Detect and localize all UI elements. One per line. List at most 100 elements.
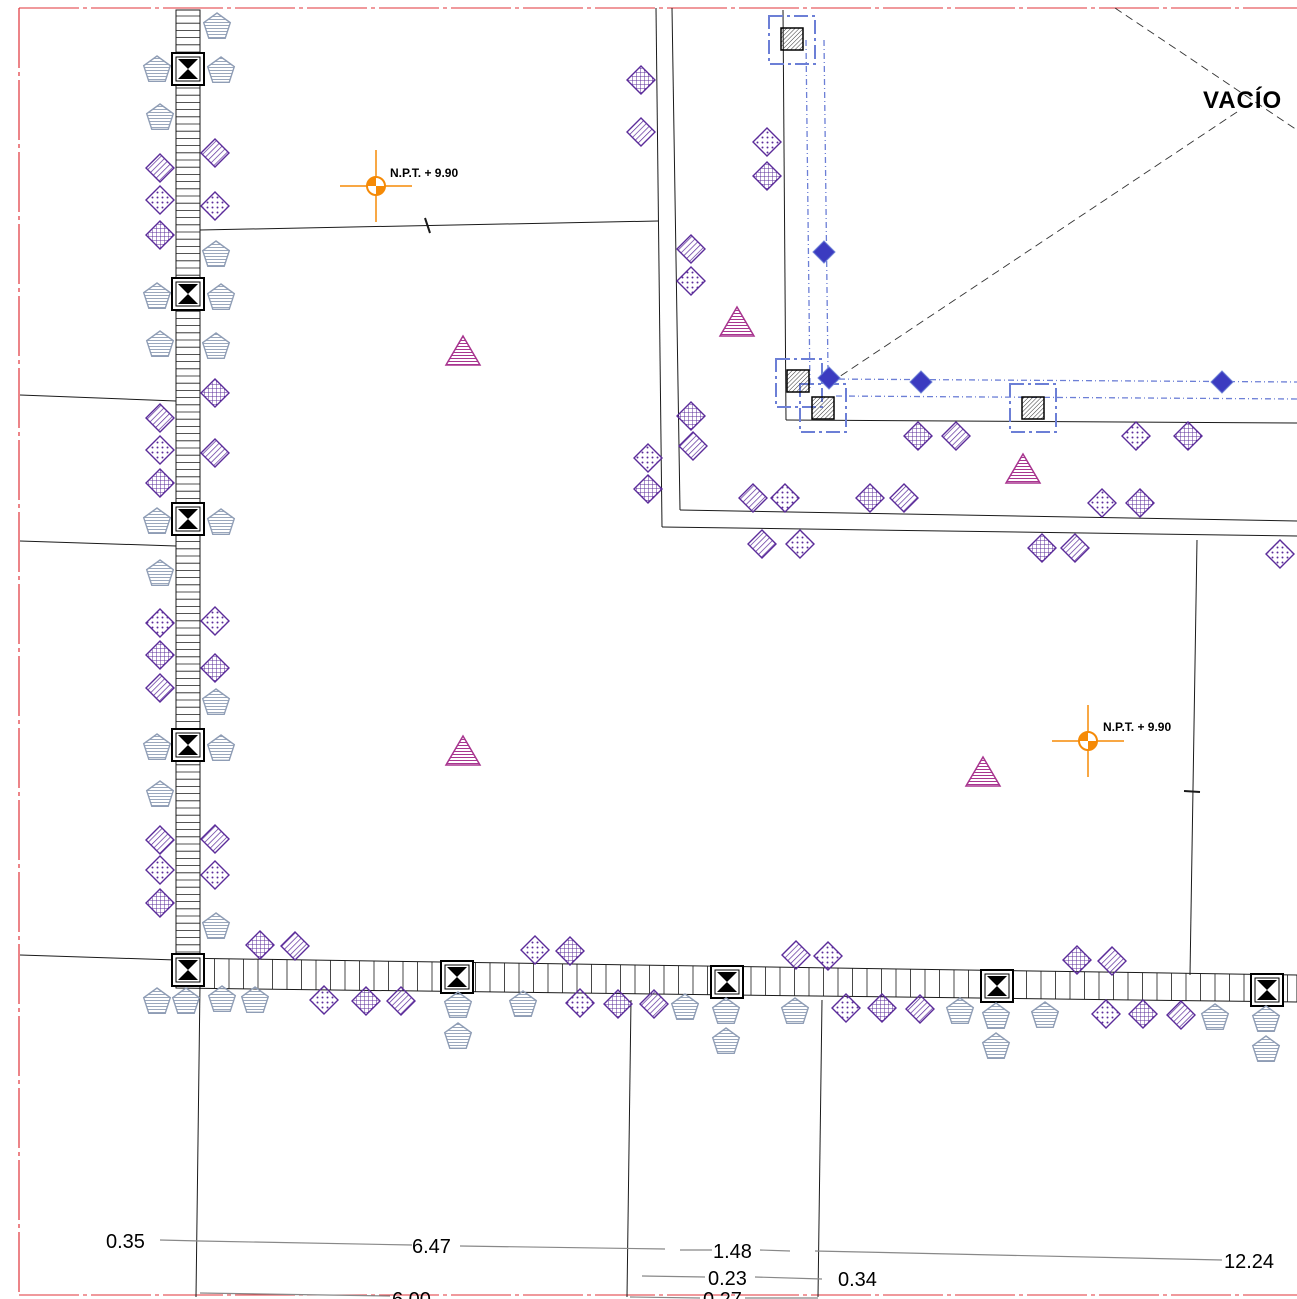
diamond-hatched-icon [309,985,339,1015]
diamond-hatched-icon [145,888,175,918]
diamond-hatched-icon [626,117,656,147]
diamond-hatched-icon [1087,488,1117,518]
pentagon-icon [443,1022,473,1050]
dimension-line [459,1245,666,1250]
dimension-line [159,1239,201,1242]
vertical-beam-outline [175,9,201,976]
wall-line [199,220,659,231]
pentagon-icon [207,985,237,1012]
dimension-line [759,1249,791,1252]
diamond-hatched-icon [386,986,416,1016]
pentagon-icon [142,507,172,534]
diamond-hatched-icon [785,529,815,559]
pentagon-icon [240,986,270,1013]
conduit-line [835,395,1297,400]
triangle-icon [1004,452,1042,484]
diamond-hatched-icon [1060,533,1090,563]
column-section [811,396,835,420]
dimension-line [199,1292,391,1297]
diamond-hatched-icon [145,435,175,465]
wall-tick [1183,790,1201,793]
pentagon-icon [670,993,700,1020]
pentagon-icon [142,733,172,760]
dimension-lines [159,1239,1223,1299]
blue-electrical-layer [768,15,1297,433]
wall-line [655,7,663,528]
hourglass-column-icon [980,969,1014,1003]
diamond-hatched-icon [1128,999,1158,1029]
pentagon-icon [981,1032,1011,1060]
diamond-hatched-icon [200,138,230,168]
diamond-hatched-icon [200,438,230,468]
wall-line [679,509,1297,522]
diamond-hatched-icon [747,529,777,559]
dim-label-600: 6.00 [392,1289,431,1299]
wall-line [19,540,177,547]
diamond-hatched-icon [1121,421,1151,451]
diamond-hatched-icon [1091,999,1121,1029]
diamond-hatched-icon [145,468,175,498]
diamond-hatched-icon [633,474,663,504]
diamond-hatched-icon [145,608,175,638]
crosshair-level-icon [340,150,412,222]
diamond-hatched-icon [145,403,175,433]
hourglass-column-icon [171,52,205,86]
dim-label-034: 0.34 [838,1269,877,1291]
diamond-hatched-icon [565,988,595,1018]
diamond-hatched-icon [200,653,230,683]
column-box [768,15,816,65]
hourglass-column-icon [171,728,205,762]
pentagon-icon [780,997,810,1024]
dimension-line [199,1240,413,1246]
pentagon-icon [206,56,236,84]
pentagon-icon [142,55,172,83]
diamond-hatched-icon [752,127,782,157]
diamond-hatched-icon [1166,1000,1196,1030]
diamond-hatched-icon [752,161,782,191]
diamond-hatched-icon [813,941,843,971]
walls [19,7,1297,1298]
dim-label-027: 0.27 [703,1289,742,1299]
diamond-hatched-icon [676,266,706,296]
triangle-icon [444,734,482,766]
diamond-hatched-icon [200,824,230,854]
diamond-hatched-icon [676,234,706,264]
void-area [829,7,1297,384]
pentagon-icon [145,103,175,131]
wall-line [817,999,823,1298]
wall-tick [424,217,431,234]
dimension-line [629,1296,701,1299]
diamond-hatched-icon [200,606,230,636]
column-section [786,369,810,393]
pentagon-icon [1200,1003,1230,1031]
column-box [799,383,847,433]
columns [171,52,1284,1007]
triangle-icon [718,305,756,337]
column-section [1021,396,1045,420]
pentagon-icon [1251,1035,1281,1063]
wall-line [1189,539,1198,976]
diamond-hatched-icon [1265,539,1295,569]
diamond-hatched-icon [738,483,768,513]
diamond-hatched-icon [1027,533,1057,563]
pentagon-icon [1030,1001,1060,1029]
junction-icon [817,366,841,390]
wall-line [626,999,632,1298]
junction-icon [1210,370,1234,394]
pentagon-icon [201,688,231,715]
wall-line [19,394,177,402]
dim-label-023: 0.23 [708,1268,747,1290]
diamond-hatched-icon [905,994,935,1024]
triangle-icon [444,334,482,366]
diamond-hatched-icon [200,860,230,890]
hourglass-column-icon [440,960,474,994]
diamond-hatched-icon [245,930,275,960]
dim-label-647: 6.47 [412,1236,451,1258]
hourglass-column-icon [171,502,205,536]
void-diagonal [829,109,1241,384]
diamond-hatched-icon [781,940,811,970]
vacio-label: VACÍO [1203,86,1282,114]
level-markers [340,150,1124,777]
dimension-line [641,1275,706,1278]
